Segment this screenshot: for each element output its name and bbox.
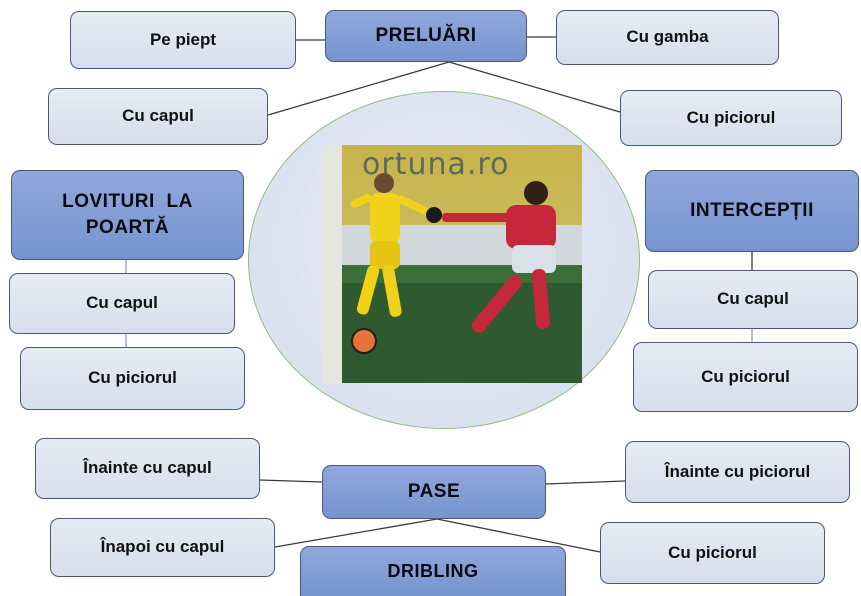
preluari-cu-gamba-label: Cu gamba [626, 27, 709, 47]
preluari-cu-capul-label: Cu capul [122, 106, 194, 126]
pase-cu-piciorul-label: Cu piciorul [668, 542, 757, 562]
lovituri-cu-piciorul-box: Cu piciorul [20, 347, 245, 410]
pase-title: PASE [407, 481, 461, 503]
connector-pase-inainte-cu-piciorul [545, 480, 626, 485]
pase-title-box: PASE [322, 465, 546, 519]
pase-inapoi-cu-capul-label: Înapoi cu capul [100, 537, 225, 557]
preluari-cu-capul-box: Cu capul [48, 88, 268, 145]
pase-inainte-cu-piciorul-box: Înainte cu piciorul [625, 441, 850, 503]
lovituri-title-line1: LOVITURI LA [62, 191, 193, 213]
lovituri-cu-capul-label: Cu capul [86, 293, 158, 313]
pase-inapoi-cu-capul-box: Înapoi cu capul [50, 518, 275, 577]
interceptii-title-box: INTERCEPȚII [645, 170, 859, 252]
pase-inainte-cu-piciorul-label: Înainte cu piciorul [664, 461, 811, 481]
preluari-title-box: PRELUĂRI [325, 10, 527, 62]
preluari-pe-piept-box: Pe piept [70, 11, 296, 69]
preluari-title: PRELUĂRI [375, 25, 477, 47]
player-yellow [350, 173, 429, 354]
lovituri-cu-capul-box: Cu capul [9, 273, 235, 334]
player-red [426, 181, 556, 333]
connector-preluari-cu-capul [267, 61, 450, 116]
interceptii-title: INTERCEPȚII [690, 200, 814, 222]
connector-pase-cu-piciorul [436, 518, 601, 553]
photo-watermark: ortuna.ro [362, 147, 510, 182]
connector-preluari-cu-piciorul [448, 61, 621, 113]
preluari-pe-piept-label: Pe piept [149, 29, 217, 49]
preluari-cu-piciorul-box: Cu piciorul [620, 90, 842, 146]
interceptii-cu-capul-box: Cu capul [648, 270, 858, 329]
football-photo: ortuna.ro [322, 145, 582, 383]
dribling-title-box: DRIBLING [300, 546, 566, 596]
pase-cu-piciorul-box: Cu piciorul [600, 522, 825, 584]
preluari-cu-piciorul-label: Cu piciorul [686, 107, 776, 127]
connector-pase-inapoi-cu-capul [274, 518, 438, 548]
preluari-cu-gamba-box: Cu gamba [556, 10, 779, 65]
interceptii-cu-capul-label: Cu capul [717, 289, 789, 309]
connector-pase-inainte-cu-capul [259, 479, 323, 483]
pase-inainte-cu-capul-box: Înainte cu capul [35, 438, 260, 499]
interceptii-cu-piciorul-box: Cu piciorul [633, 342, 858, 412]
pase-inainte-cu-capul-label: Înainte cu capul [83, 458, 212, 478]
interceptii-cu-piciorul-label: Cu piciorul [701, 366, 790, 386]
dribling-title: DRIBLING [387, 561, 479, 582]
lovituri-title-line2: POARTĂ [85, 217, 170, 238]
lovituri-title-box: LOVITURI LA POARTĂ [11, 170, 244, 260]
lovituri-cu-piciorul-label: Cu piciorul [88, 368, 177, 388]
